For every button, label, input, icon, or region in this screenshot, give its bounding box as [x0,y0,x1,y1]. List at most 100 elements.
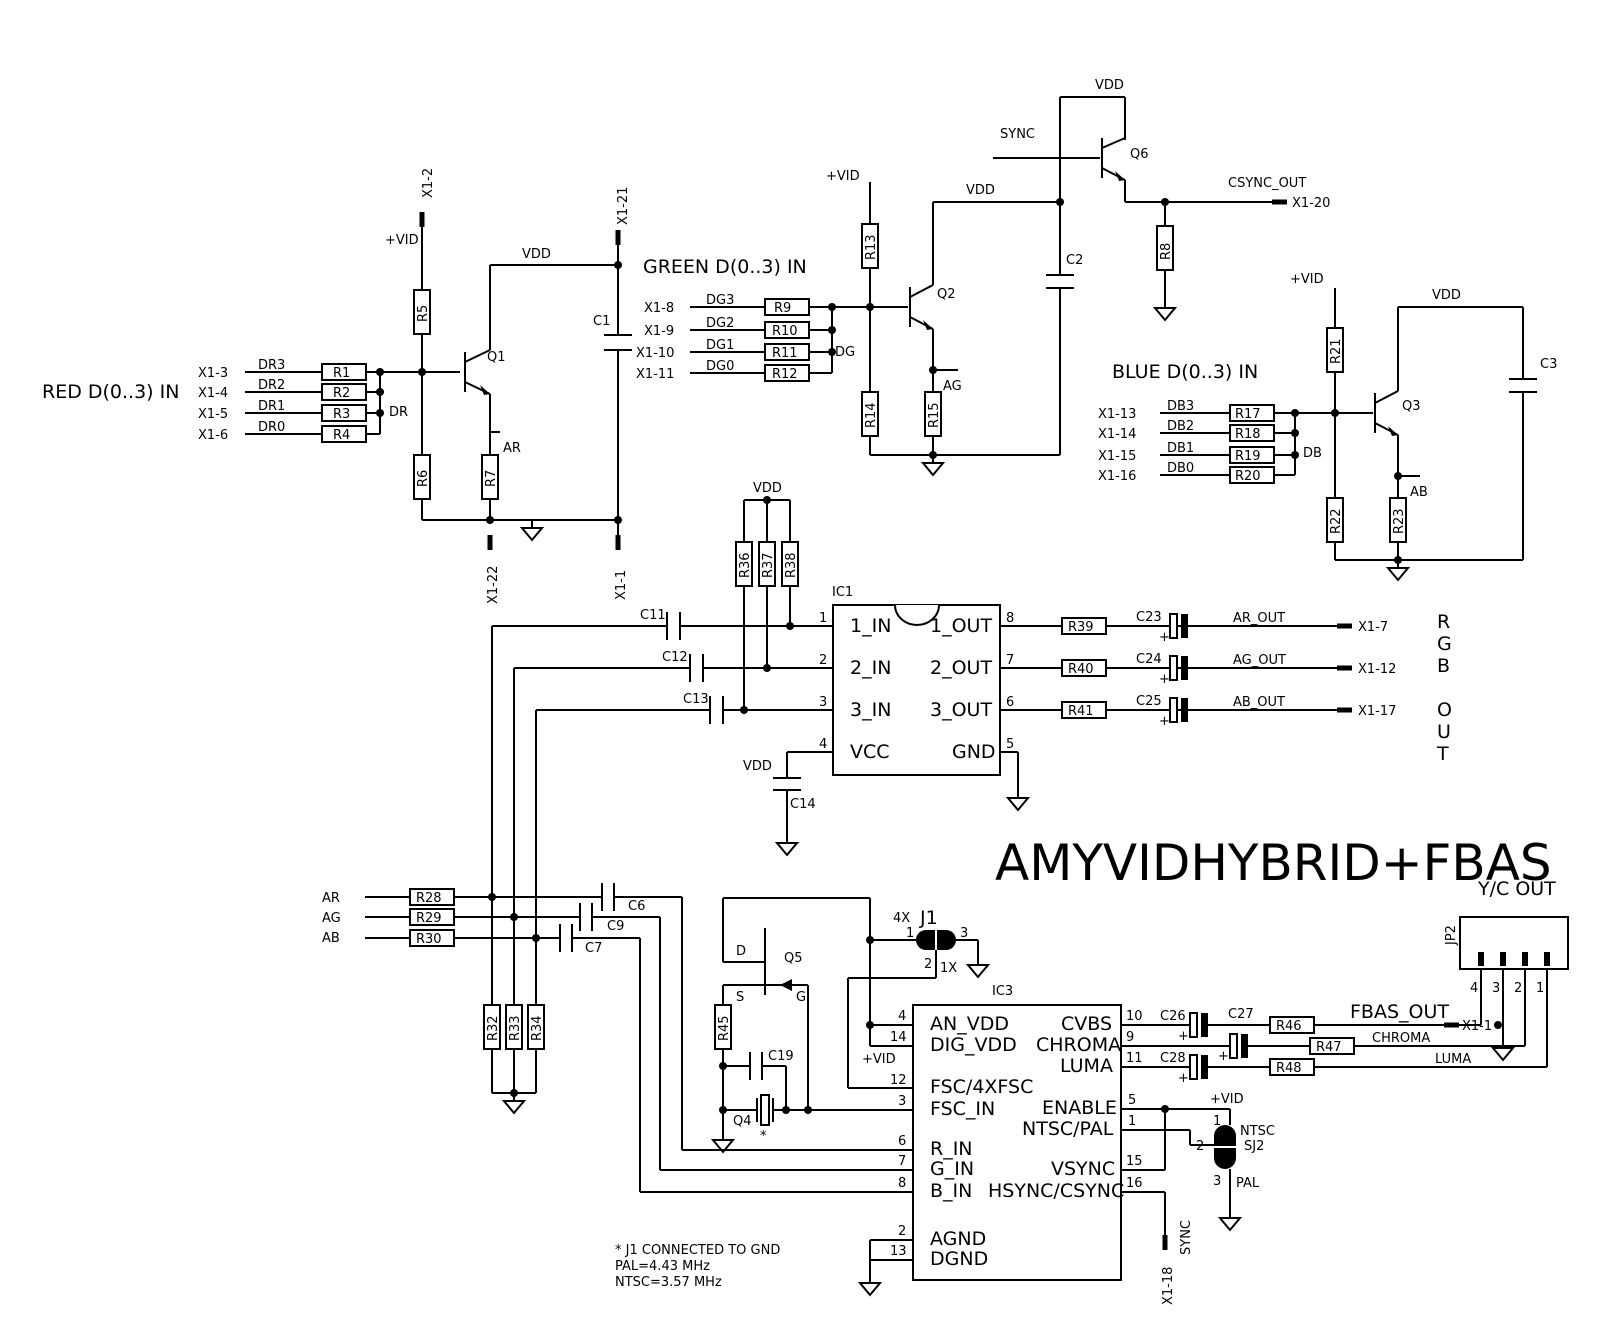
label-r19: R19 [1235,449,1261,464]
label-q4: Q4 [733,1114,752,1129]
label-r46: R46 [1276,1019,1302,1034]
resistor-r11 [764,343,810,361]
label-r36: R36 [738,552,753,578]
label-x1-2: X1-2 [421,168,436,198]
ic1-num5: 5 [1006,737,1014,752]
junction-dot [1494,1021,1502,1029]
label-x1-20: X1-20 [1292,196,1330,211]
label-q3: Q3 [1402,399,1421,414]
label-q6: Q6 [1130,147,1149,162]
ic3-num6: 6 [898,1134,906,1149]
ic3-num7: 7 [898,1154,906,1169]
resistor-r45 [714,1004,732,1050]
resistor-r29 [409,908,455,926]
junction-dot [828,348,836,356]
cap-c24 [1169,655,1178,681]
j1-name: J1 [919,907,938,929]
ground-icon [776,834,798,856]
red-line-2: DR1 [258,399,285,414]
ic1-num1: 1 [819,611,827,626]
green-in-0: X1-8 [644,301,674,316]
label-r23: R23 [1392,508,1407,534]
label-c25: C25 [1136,694,1162,709]
label-r21: R21 [1329,338,1344,364]
ic3-an-vdd: AN_VDD [930,1013,1009,1035]
label-c24: C24 [1136,652,1162,667]
ic3-num8: 8 [898,1176,906,1191]
q5-pin-g: G [796,990,806,1005]
crystal-q4 [760,1094,770,1126]
vdd-label-red: VDD [522,247,551,262]
label-c23: C23 [1136,610,1162,625]
net-csync-out: CSYNC_OUT [1228,176,1306,191]
net-chroma: CHROMA [1372,1031,1430,1046]
resistor-r2 [321,383,367,401]
red-section: RED D(0..3) IN DR X1-3 X1-4 X1-5 X1-6 DR… [42,168,632,604]
vdd-label-ic1: VDD [753,481,782,496]
q5-pin-d: D [736,944,746,959]
red-heading: RED D(0..3) IN [42,381,179,403]
label-r34: R34 [530,1015,545,1041]
net-ar-red: AR [503,441,521,456]
label-r14: R14 [864,402,879,428]
ic3-fsc-4xfsc: FSC/4XFSC [930,1076,1033,1098]
sj2-ntsc: NTSC [1240,1124,1275,1139]
resistor-r47 [1309,1037,1355,1055]
diagram-title: AMYVIDHYBRID+FBAS [995,834,1552,892]
ic3-num10: 10 [1126,1009,1143,1024]
green-in-3: X1-11 [636,367,674,382]
resistor-r41 [1061,701,1107,719]
junction-dot [1291,429,1299,437]
blue-line-2: DB1 [1167,441,1194,456]
ic1-body [832,604,1001,776]
resistor-r10 [764,321,810,339]
label-r2: R2 [333,386,350,401]
green-section: GREEN D(0..3) IN DG X1-8 X1-9 X1-10 X1-1… [636,97,1083,476]
label-r8: R8 [1159,243,1174,260]
cap-c26 [1189,1012,1198,1038]
transistor-q3 [1335,307,1399,560]
ic3-enable: ENABLE [1042,1097,1117,1119]
blue-line-0: DB3 [1167,399,1194,414]
label-x1-22: X1-22 [486,566,501,604]
sj2-name: SJ2 [1244,1139,1264,1154]
net-sync-out: SYNC [1179,1220,1194,1255]
q5-pin-s: S [736,990,744,1005]
red-in-3: X1-6 [198,428,228,443]
ic1-num3: 3 [819,695,827,710]
label-c27: C27 [1228,1007,1254,1022]
label-r28: R28 [416,891,442,906]
jp2-name: JP2 [1444,925,1459,946]
ground-icon [1219,1209,1241,1231]
label-c13: C13 [683,692,709,707]
junction-dot [376,409,384,417]
blue-in-2: X1-15 [1098,449,1136,464]
resistor-r1 [321,363,367,381]
vdd-label-green: VDD [966,183,995,198]
green-line-0: DG3 [706,293,734,308]
vid-label-red: +VID [385,233,419,248]
ic3-luma: LUMA [1060,1055,1113,1077]
ic3-vsync: VSYNC [1051,1158,1115,1180]
ic3-chroma: CHROMA [1036,1034,1121,1056]
svg-text:+: + [1159,714,1170,729]
vdd-label-sync: VDD [1095,78,1124,93]
label-r11: R11 [772,346,798,361]
rgb-out-2: B [1437,655,1450,677]
label-r48: R48 [1276,1061,1302,1076]
sync-section: VDD SYNC Q6 X1-20 CSYNC_OUT R8 [993,78,1330,321]
label-r15: R15 [927,402,942,428]
blue-section: BLUE D(0..3) IN DB X1-13 X1-14 X1-15 X1-… [1098,272,1557,581]
green-line-1: DG2 [706,316,734,331]
j1-pin1: 1 [906,926,914,941]
ground-icon [859,1274,881,1296]
resistor-r39 [1061,617,1107,635]
junction-dot [828,303,836,311]
ic1-pin4: VCC [850,741,890,763]
ic3-g-in: G_IN [930,1158,974,1180]
sj2-pin3: 3 [1213,1174,1221,1189]
resistor-r3 [321,404,367,422]
net-luma: LUMA [1435,1052,1471,1067]
junction-dot [786,622,794,630]
